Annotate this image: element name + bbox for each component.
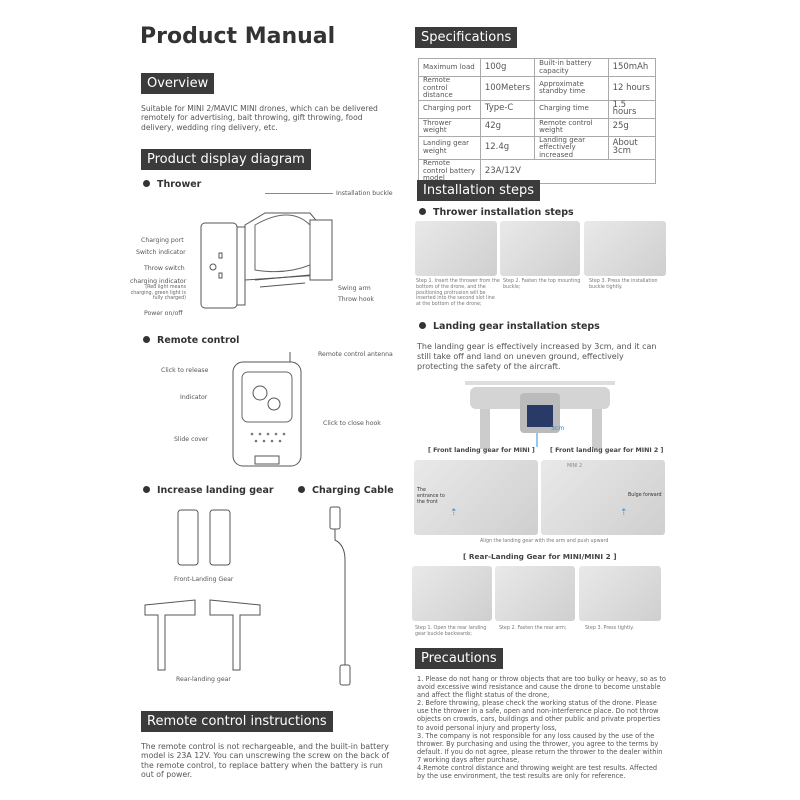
rear-step-3-photo xyxy=(579,566,661,621)
spec-label: Remote control distance xyxy=(418,76,481,101)
spec-value: 25g xyxy=(607,117,657,137)
front-mini2-title: [ Front landing gear for MINI 2 ] xyxy=(550,447,664,454)
label-switch-indicator: Switch indicator xyxy=(136,249,186,256)
rear-step-1-caption: Step 1. Open the rear landing gear buckl… xyxy=(415,626,487,637)
label-throw-switch: Throw switch xyxy=(144,265,185,272)
spec-value: Type-C xyxy=(479,99,536,119)
spec-value: 100Meters xyxy=(479,76,536,101)
overview-header: Overview xyxy=(141,73,215,94)
install-step-2-caption: Step 2. Fasten the top mounting buckle; xyxy=(503,279,581,290)
landing-gear-title: Increase landing gear xyxy=(143,485,274,496)
spec-value: 42g xyxy=(479,117,536,137)
install-step-1-photo xyxy=(415,221,497,276)
label-charging-indicator-note: (Red light means charging, green light i… xyxy=(130,285,186,302)
spec-value: 1.5 hours xyxy=(607,99,657,119)
entrance-label: The entrance to the front xyxy=(417,488,445,505)
precaution-item: 1. Please do not hang or throw objects t… xyxy=(417,675,666,700)
label-click-to-release: Click to release xyxy=(161,367,209,374)
label-charging-port: Charging port xyxy=(141,237,184,244)
bulge-label: Bulge forward xyxy=(628,493,662,498)
rear-gear-title: [ Rear-Landing Gear for MINI/MINI 2 ] xyxy=(463,552,617,561)
thrower-install-title: Thrower installation steps xyxy=(419,207,574,218)
rear-step-1-photo xyxy=(412,566,492,621)
spec-value: 12 hours xyxy=(607,76,657,101)
spec-label: Charging port xyxy=(418,99,481,119)
label-power: Power on/off xyxy=(144,310,183,317)
front-mini-photo xyxy=(414,460,538,535)
spec-label: Landing gear weight xyxy=(418,135,481,160)
spec-value: 12.4g xyxy=(479,135,536,160)
leader-line xyxy=(265,193,333,194)
precaution-item: 3. The company is not responsible for an… xyxy=(417,731,663,764)
rear-step-2-photo xyxy=(495,566,575,621)
spec-value: 23A/12V xyxy=(479,159,657,184)
push-up-arrow-icon: ⇡ xyxy=(620,508,628,518)
label-front-landing-gear: Front-Landing Gear xyxy=(174,576,234,583)
remote-illustration xyxy=(232,352,302,467)
mini2-mark: MINI 2 xyxy=(567,464,583,469)
landing-install-text: The landing gear is effectively increase… xyxy=(417,342,657,372)
label-throw-hook: Throw hook xyxy=(338,296,374,303)
label-rear-landing-gear: Rear-landing gear xyxy=(176,676,231,683)
spec-label: Thrower weight xyxy=(418,117,481,137)
install-step-2-photo xyxy=(500,221,580,276)
spec-label: Charging time xyxy=(534,99,609,119)
precautions-header: Precautions xyxy=(415,648,503,669)
thrower-illustration xyxy=(200,212,333,309)
front-mini2-photo xyxy=(541,460,665,535)
label-charging-indicator: charging indicator xyxy=(130,278,187,285)
landing-gear-cable-illustration xyxy=(144,506,351,686)
spec-label: Approximate standby time xyxy=(534,76,609,101)
page-title: Product Manual xyxy=(140,24,336,49)
spec-value: 100g xyxy=(479,58,536,77)
label-click-to-close-hook: Click to close hook xyxy=(323,420,381,427)
charging-cable-title: Charging Cable xyxy=(298,485,394,496)
label-slide-cover: Slide cover xyxy=(174,436,209,443)
specifications-header: Specifications xyxy=(415,27,518,48)
overview-text: Suitable for MINI 2/MAVIC MINI drones, w… xyxy=(141,104,378,132)
precautions-list: 1. Please do not hang or throw objects t… xyxy=(417,675,667,780)
label-indicator: Indicator xyxy=(180,394,208,401)
front-mini-title: [ Front landing gear for MINI ] xyxy=(428,447,535,454)
push-up-arrow-icon: ⇡ xyxy=(450,508,458,518)
precaution-item: 4.Remote control distance and throwing w… xyxy=(417,764,658,781)
drone-with-landing-gear-image xyxy=(465,381,615,449)
installation-header: Installation steps xyxy=(417,180,541,201)
spec-label: Landing gear effectively increased xyxy=(534,135,609,160)
label-installation-buckle: Installation buckle xyxy=(336,190,393,197)
spec-label: Remote control weight xyxy=(534,117,609,137)
label-swing-arm: Swing arm xyxy=(338,285,371,292)
install-step-3-caption: Step 3. Press the installation buckle ti… xyxy=(589,279,658,290)
diagram-header: Product display diagram xyxy=(141,149,311,170)
spec-label: Maximum load xyxy=(418,58,481,77)
spec-value: 150mAh xyxy=(607,58,657,77)
rear-step-3-caption: Step 3. Press tightly. xyxy=(585,626,634,631)
height-increase-label: 3cm xyxy=(551,425,565,432)
rear-step-2-caption: Step 2. Fasten the rear arm; xyxy=(499,626,567,631)
thrower-title: Thrower xyxy=(143,179,201,190)
spec-value: About 3cm xyxy=(607,135,657,160)
spec-label: Built-in battery capacity xyxy=(534,58,609,77)
install-step-1-caption: Step 1. Insert the thrower from the bott… xyxy=(416,279,500,308)
align-caption: Align the landing gear with the arm and … xyxy=(480,539,609,544)
precaution-item: 2. Before throwing, please check the wor… xyxy=(417,699,661,732)
remote-instructions-header: Remote control instructions xyxy=(141,711,333,732)
remote-title: Remote control xyxy=(143,335,239,346)
label-antenna: Remote control antenna xyxy=(318,351,393,358)
landing-install-title: Landing gear installation steps xyxy=(419,321,600,332)
remote-instructions-text: The remote control is not rechargeable, … xyxy=(141,742,390,780)
install-step-3-photo xyxy=(584,221,666,276)
